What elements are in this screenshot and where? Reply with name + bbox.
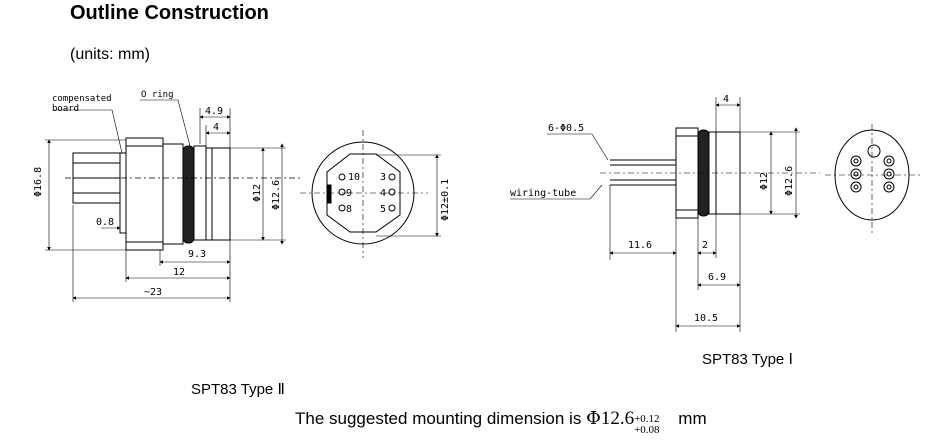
dim-phi-12: Φ12 (252, 184, 263, 202)
type2-end-dimensions (376, 154, 441, 237)
pin-9: 9 (346, 188, 352, 199)
dim-4: 4 (213, 122, 219, 133)
type1-side-view (600, 127, 820, 219)
pin-8: 8 (346, 204, 352, 215)
mounting-note: The suggested mounting dimension is Φ12.… (295, 408, 707, 436)
type1-end-view (825, 124, 920, 236)
dim-6-9: 6.9 (708, 272, 726, 283)
dim-4-9: 4.9 (205, 106, 223, 117)
pin-4: 4 (380, 188, 386, 199)
dim-10-5: 10.5 (694, 313, 718, 324)
dim-phi-16-8: Φ16.8 (33, 167, 44, 197)
dim-2: 2 (702, 240, 708, 251)
mounting-phi: Φ (586, 408, 601, 429)
mounting-tolerance: +0.12+0.08 (634, 414, 659, 436)
dim-phi-12-tol: Φ12±0.1 (440, 179, 451, 221)
dim-phi-12-type1: Φ12 (759, 172, 770, 190)
type2-end-view (300, 130, 428, 258)
dim-0-8: 0.8 (96, 217, 114, 228)
pin-3: 3 (380, 172, 386, 183)
pin-5: 5 (380, 204, 386, 215)
page-title: Outline Construction (70, 2, 269, 24)
type2-side-view (65, 137, 300, 251)
type1-side-labels: 6-Φ0.5 wiring-tube 4 Φ12 Φ12.6 11.6 2 6.… (510, 94, 795, 324)
mounting-value: 12.6 (600, 408, 635, 429)
dim-12: 12 (173, 267, 185, 278)
dim-23: ~23 (144, 287, 162, 298)
tol-lower: +0.08 (634, 424, 660, 436)
dim-phi-12-6: Φ12.6 (271, 180, 282, 210)
tol-upper: +0.12 (634, 413, 660, 425)
pin-numbers: 10 3 9 4 8 5 Φ12±0.1 (346, 172, 451, 221)
wiring-tube-label: wiring-tube (510, 188, 576, 199)
pin-10: 10 (348, 172, 360, 183)
units-note: (units: mm) (70, 46, 150, 63)
mounting-text: The suggested mounting dimension is (295, 409, 582, 428)
dim-9-3: 9.3 (188, 249, 206, 260)
type1-side-dimensions (510, 97, 800, 332)
dim-4-type1: 4 (723, 94, 729, 105)
type2-caption: SPT83 Type Ⅱ (191, 381, 285, 398)
dim-11-6: 11.6 (628, 240, 652, 251)
dim-phi-12-6-type1: Φ12.6 (784, 166, 795, 196)
pins-label: 6-Φ0.5 (548, 123, 584, 134)
type1-caption: SPT83 Type Ⅰ (702, 351, 793, 368)
type2-side-dimensions (45, 99, 286, 302)
o-ring-label: O ring (141, 90, 174, 100)
mounting-unit: mm (678, 409, 707, 428)
